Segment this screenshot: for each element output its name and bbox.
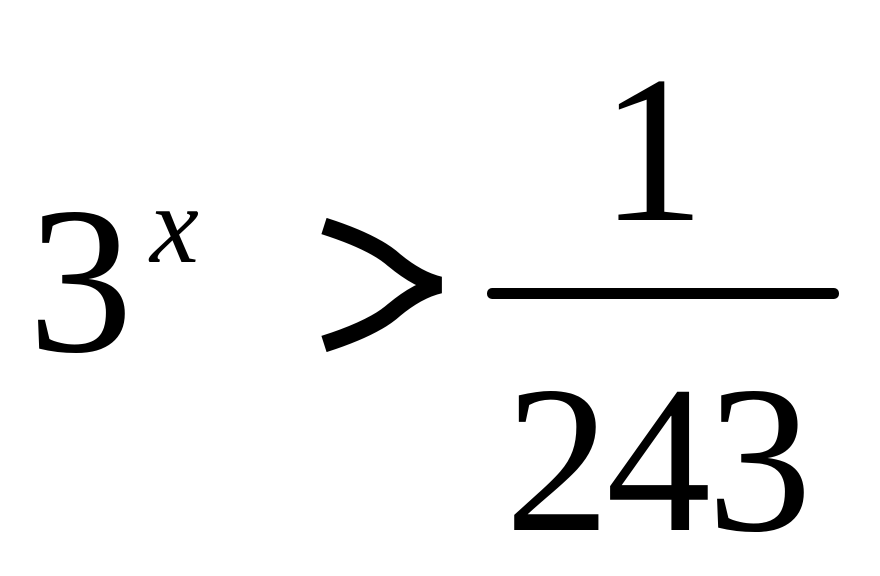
base-number: 3 [28,165,133,397]
succeeds-symbol: ≻ [321,218,443,352]
fraction-bar [487,288,839,299]
fraction-numerator: 1 [600,34,705,266]
fraction-denominator: 243 [505,344,812,576]
exponent-variable: x [150,164,199,286]
